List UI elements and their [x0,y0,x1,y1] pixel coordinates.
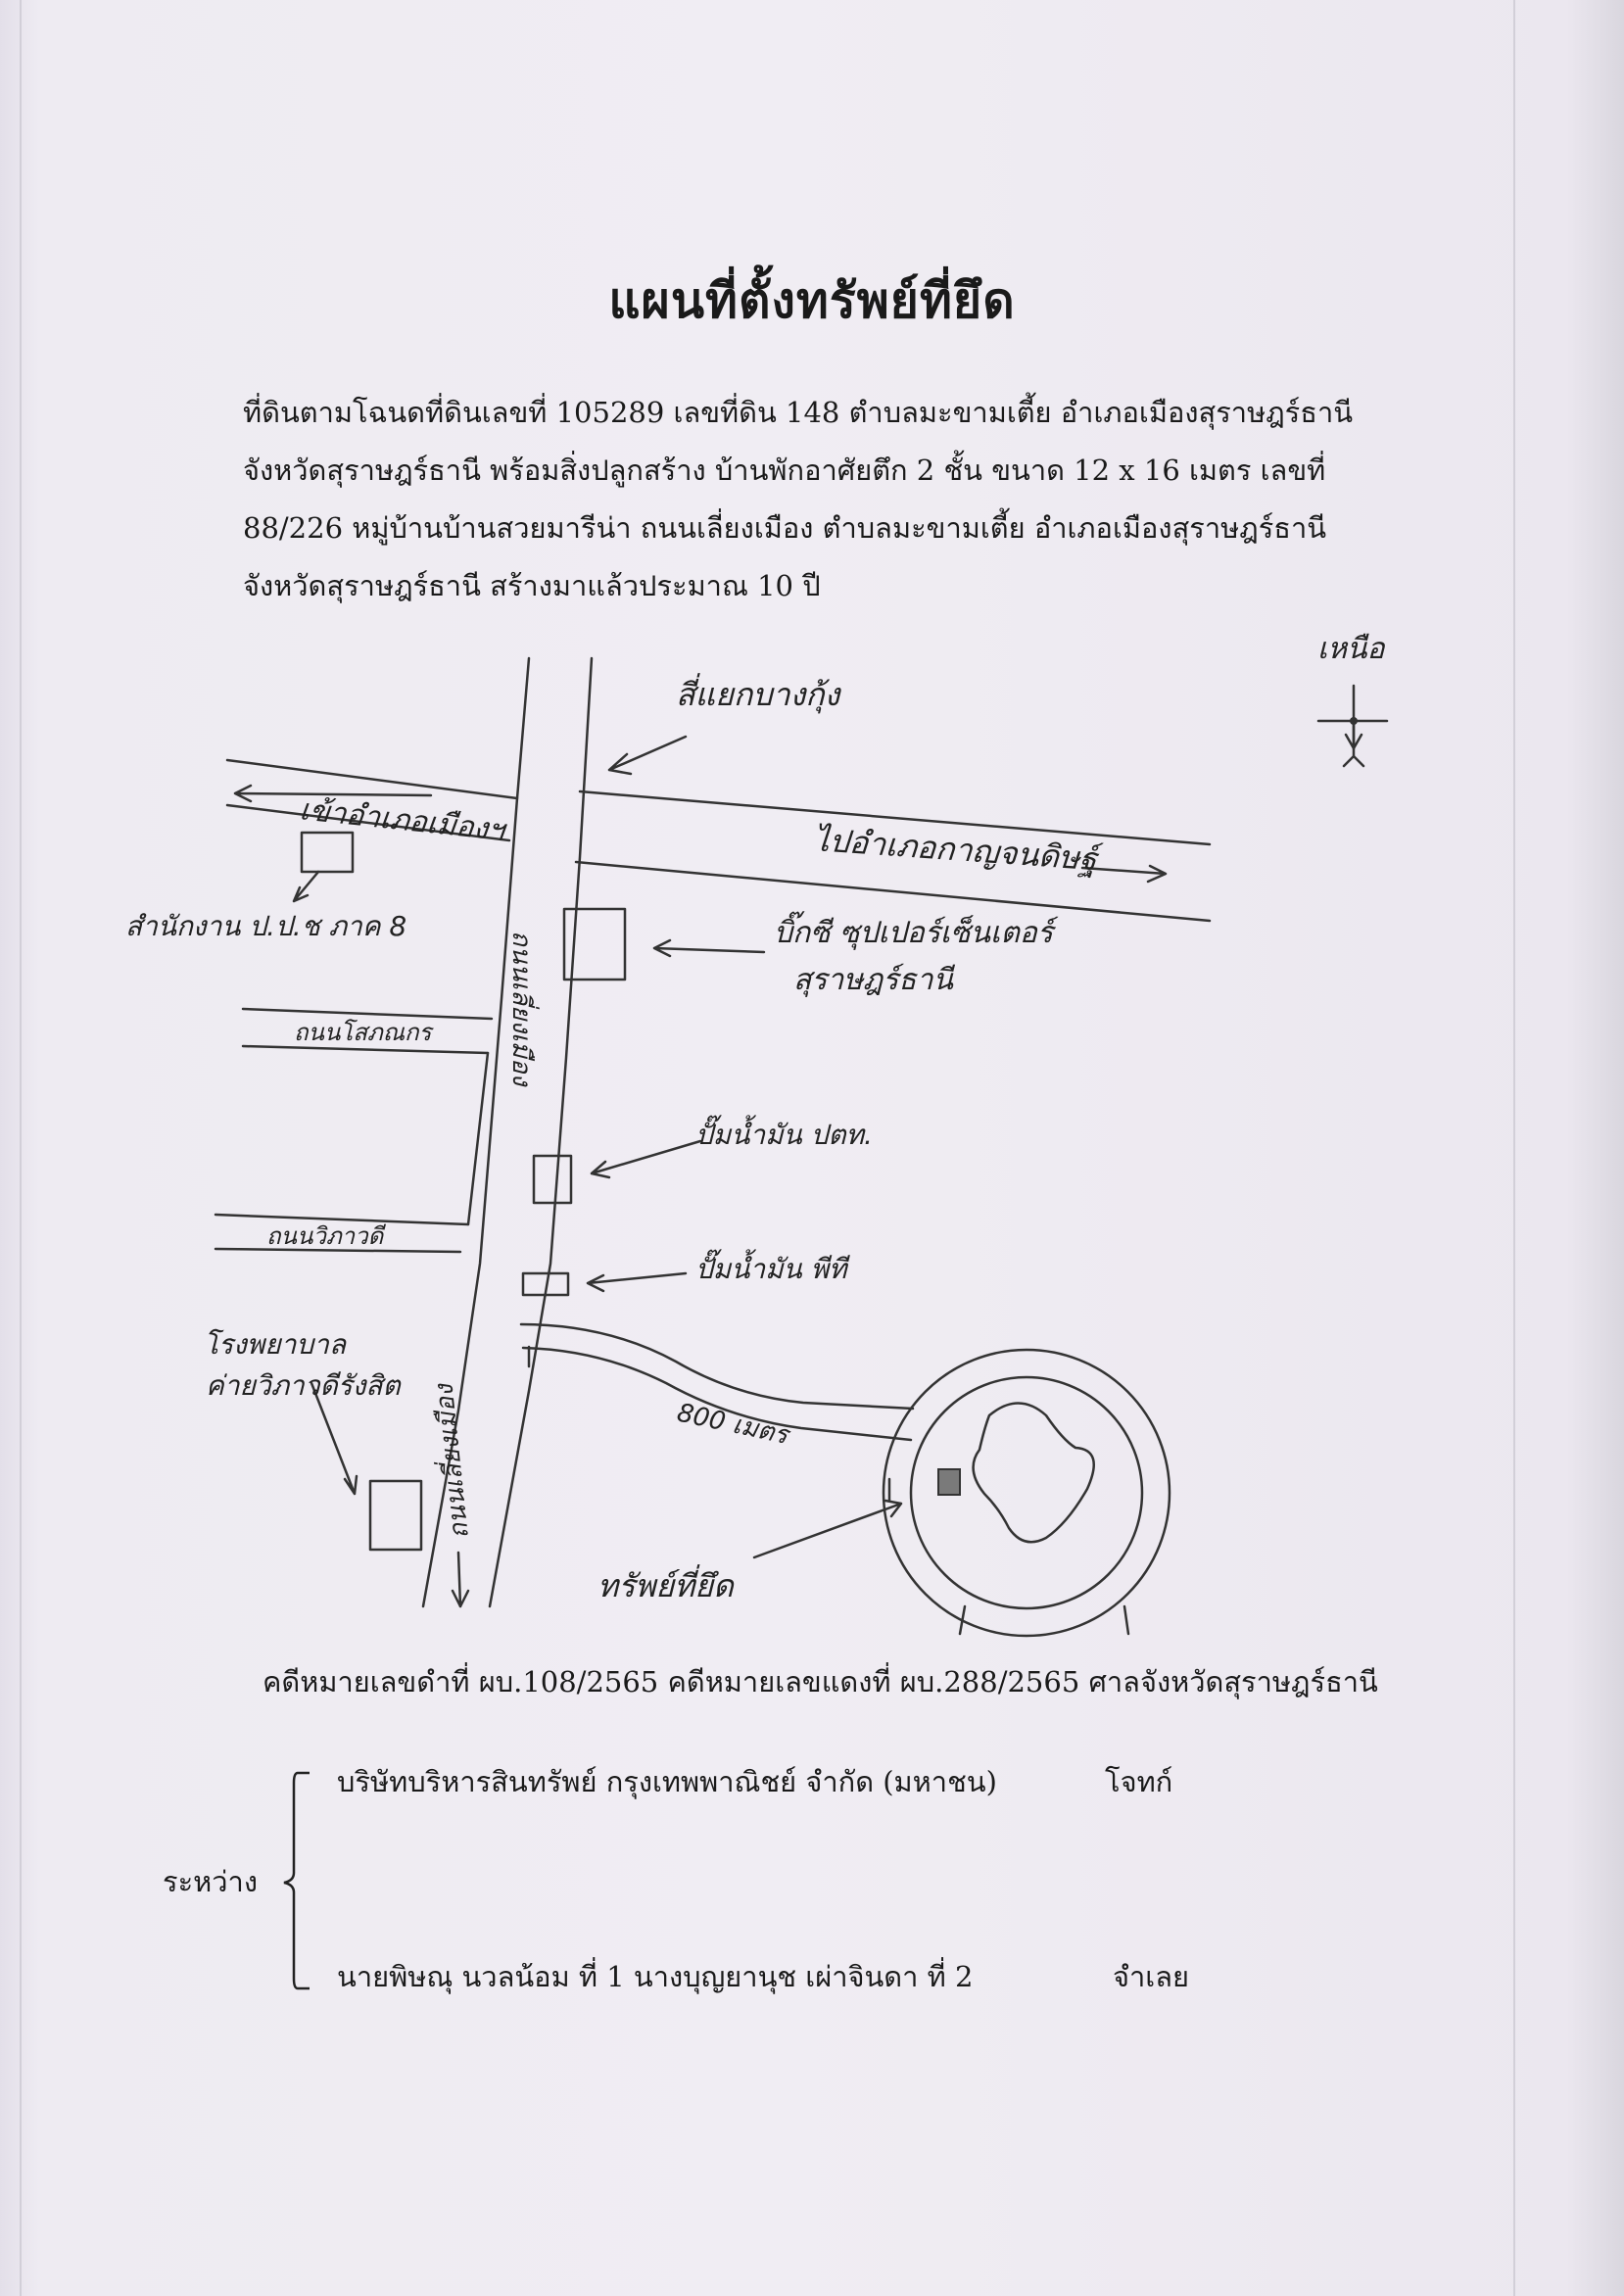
plaintiff-role: โจทก์ [1105,1765,1173,1798]
hospital-label: โรงพยาบาล [204,1328,348,1361]
soi-south-edge [521,1346,913,1442]
office-label: สำนักงาน ป.ป.ช ภาค 8 [125,910,406,942]
hospital-arrow [310,1381,358,1496]
main-road-west-edge [421,656,531,1608]
party-brace [283,1771,310,1990]
pt-station [521,1271,570,1297]
hand-drawn-map: เหนือ สี่แยกบางกุ้ง เข้าอำเภอเมืองฯ ไปอำ… [125,632,1389,1638]
to-kanchanadit-label: ไปอำเภอกาญจนดิษฐ์ [812,821,1104,880]
description-line: 88/226 หมู่บ้านบ้านสวยมารีน่า ถนนเลี่ยงเ… [243,511,1327,545]
intersection-arrow [607,735,688,776]
description-line: ที่ดินตามโฉนดที่ดินเลขที่ 105289 เลขที่ด… [243,396,1354,429]
intersection-label: สี่แยกบางกุ้ง [676,673,842,714]
side-road-2-north [214,1213,470,1226]
plaintiff-name: บริษัทบริหารสินทรัพย์ กรุงเทพพาณิชย์ จำก… [337,1765,997,1798]
case-number-line: คดีหมายเลขดำที่ ผบ.108/2565 คดีหมายเลขแด… [263,1665,1378,1698]
north-label: เหนือ [1317,632,1387,666]
to-kanchanadit-arrow [1080,864,1168,884]
bigc-city-label: สุราษฎร์ธานี [793,963,956,997]
right-edge-line [1513,0,1515,2296]
bigc-arrow [652,938,766,958]
property-label: ทรัพย์ที่ยึด [597,1564,736,1604]
between-label: ระหว่าง [163,1865,258,1898]
hospital-name-label: ค่ายวิภาวดีรังสิต [206,1369,402,1402]
bigc-building [562,907,627,981]
to-city-arrow [233,784,433,803]
side-road-1-west [466,1051,490,1226]
office-arrow [292,870,320,903]
description-line: จังหวัดสุราษฎร์ธานี สร้างมาแล้วประมาณ 10… [243,569,821,602]
defendant-name: นายพิษณุ นวลน้อม ที่ 1 นางบุญยานุช เผ่าจ… [337,1960,974,1993]
compass-center [1350,717,1358,725]
left-edge-line [20,0,22,2296]
village-outer-ring [882,1348,1171,1638]
central-pond [972,1402,1095,1544]
east-road-south-edge [574,860,1212,923]
pt-label: ปั๊มน้ำมัน พีที [695,1249,851,1285]
main-road-east-edge [488,656,594,1608]
to-city-label: เข้าอำเภอเมืองฯ [298,792,509,848]
main-road-label: ถนนเลี่ยงเมือง [506,931,540,1088]
east-road-north-edge [578,789,1212,846]
side-road-1-label: ถนนโสภณกร [294,1019,435,1046]
main-road-south-label: ถนนเลี่ยงเมือง [425,1380,475,1540]
office-building [300,831,355,874]
hospital-building [368,1479,423,1552]
document-title: แผนที่ตั้งทรัพย์ที่ยึด [608,271,1016,329]
defendant-role: จำเลย [1113,1960,1189,1993]
side-road-2-label: ถนนวิภาวดี [266,1222,386,1250]
village-road-south-b [1122,1604,1130,1636]
distance-label: 800 เมตร [675,1399,793,1452]
village-inner-ring [909,1375,1144,1610]
village-road-south-a [958,1604,967,1636]
compass-cross [1316,684,1389,768]
west-road-south-edge [225,803,511,842]
side-road-2-south [214,1247,462,1254]
pt-arrow [586,1271,688,1293]
description-line: จังหวัดสุราษฎร์ธานี พร้อมสิ่งปลูกสร้าง บ… [243,454,1326,487]
side-road-1-south [241,1044,490,1055]
south-arrow [451,1551,470,1608]
ptt-label: ปั๊มน้ำมัน ปตท. [695,1115,873,1151]
side-road-1-north [241,1007,494,1021]
ptt-station [532,1154,573,1205]
bigc-label: บิ๊กซี ซุปเปอร์เซ็นเตอร์ [774,911,1059,950]
ptt-arrow [590,1139,702,1179]
property-plot-marker [937,1468,961,1496]
property-arrow [752,1499,903,1559]
west-road-north-edge [225,758,519,800]
property-description: ที่ดินตามโฉนดที่ดินเลขที่ 105289 เลขที่ด… [243,384,1389,615]
soi-north-edge [519,1322,915,1411]
